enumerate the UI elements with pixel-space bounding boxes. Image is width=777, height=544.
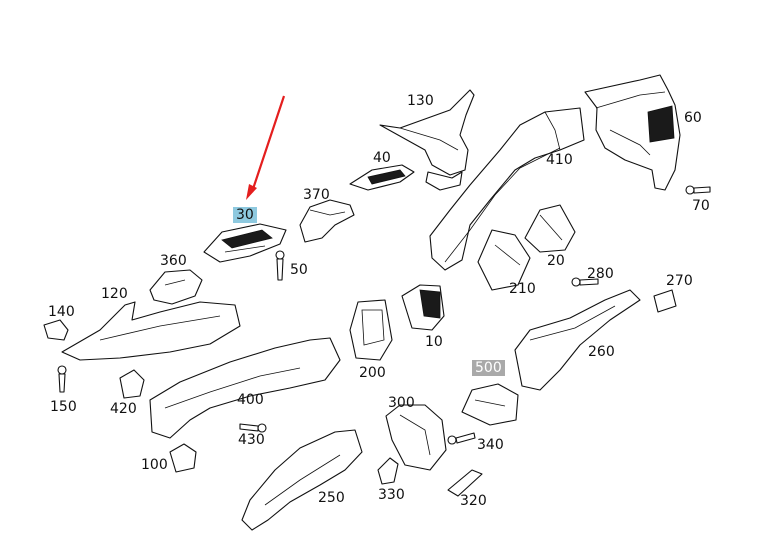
label-40: 40 (373, 150, 391, 166)
label-120: 120 (101, 286, 128, 302)
label-280: 280 (587, 266, 614, 282)
label-410: 410 (546, 152, 573, 168)
label-50: 50 (290, 262, 308, 278)
label-30-highlighted: 30 (233, 207, 257, 223)
part-40-vent-grille (349, 164, 415, 191)
part-140-clip (43, 319, 69, 341)
part-120-left-duct (61, 301, 241, 361)
part-70-screw (685, 185, 711, 195)
label-430: 430 (238, 432, 265, 448)
part-250-bottom-duct (241, 429, 363, 531)
part-60-vent-housing (584, 74, 681, 191)
label-10: 10 (425, 334, 443, 350)
part-200-frame (349, 299, 393, 361)
part-370-bracket (299, 199, 355, 243)
part-100-clip (169, 443, 197, 473)
label-70: 70 (692, 198, 710, 214)
label-130: 130 (407, 93, 434, 109)
label-340: 340 (477, 437, 504, 453)
part-270-clip (653, 289, 677, 313)
part-10-vent-grille (401, 284, 445, 331)
label-150: 150 (50, 399, 77, 415)
label-20: 20 (547, 253, 565, 269)
label-260: 260 (588, 344, 615, 360)
part-260-right-duct (514, 289, 641, 391)
label-300: 300 (388, 395, 415, 411)
part-30-grille-insert (203, 223, 287, 263)
label-60: 60 (684, 110, 702, 126)
part-340-screw (447, 432, 476, 445)
part-430-screw (239, 423, 267, 433)
label-500-highlighted: 500 (472, 360, 505, 376)
part-330-clip (377, 457, 399, 485)
part-20-outlet-nozzle (524, 204, 576, 253)
part-300-center-support (385, 404, 447, 471)
label-210: 210 (509, 281, 536, 297)
part-400-lower-duct (149, 337, 341, 439)
part-150-screw (57, 365, 67, 393)
label-250: 250 (318, 490, 345, 506)
label-100: 100 (141, 457, 168, 473)
part-130-duct-bracket (379, 89, 475, 191)
part-320-strip (447, 469, 483, 497)
red-pointer-arrow (246, 95, 286, 200)
part-280-screw (571, 277, 599, 287)
part-210-side-vent (477, 229, 531, 291)
label-330: 330 (378, 487, 405, 503)
label-140: 140 (48, 304, 75, 320)
part-500-cover (461, 383, 519, 426)
label-400: 400 (237, 392, 264, 408)
label-360: 360 (160, 253, 187, 269)
label-320: 320 (460, 493, 487, 509)
part-50-push-pin (275, 250, 285, 281)
label-200: 200 (359, 365, 386, 381)
part-420-clip (119, 369, 145, 399)
label-420: 420 (110, 401, 137, 417)
part-360-clip-block (149, 269, 203, 305)
label-370: 370 (303, 187, 330, 203)
part-410-center-duct (429, 107, 585, 271)
label-270: 270 (666, 273, 693, 289)
